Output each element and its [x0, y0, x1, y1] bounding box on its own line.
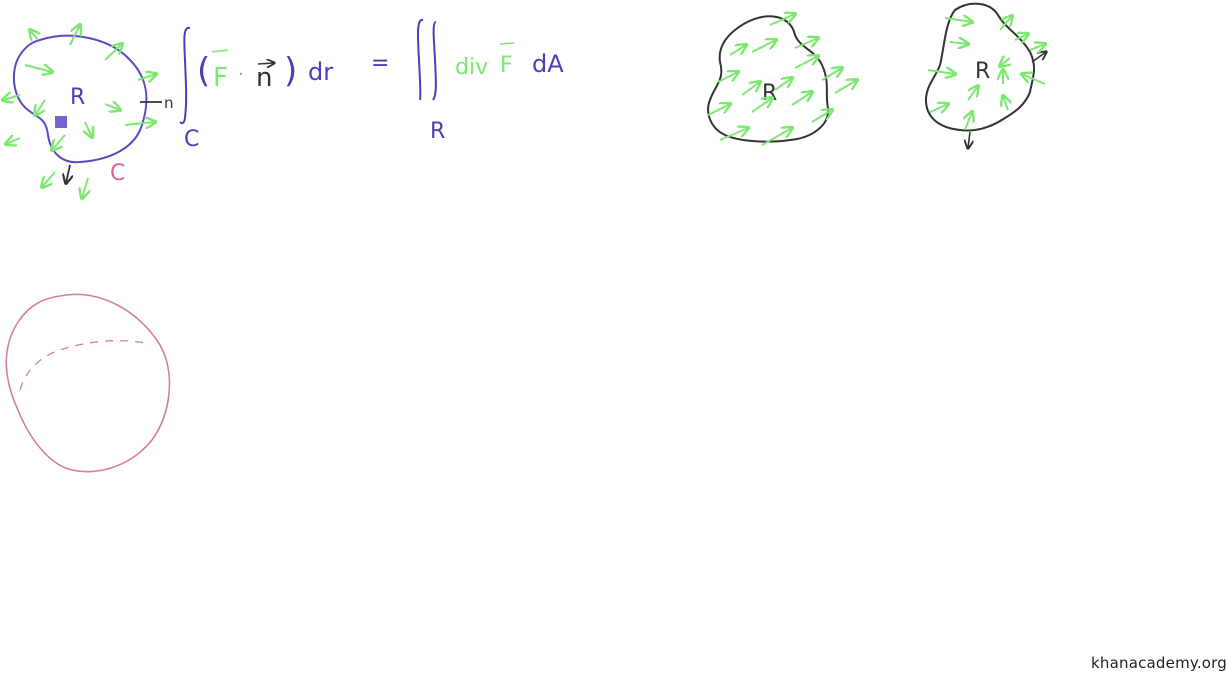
dot-symbol: ·	[238, 64, 244, 85]
sphere-equator-dashed	[19, 339, 151, 391]
region-label: R	[70, 85, 85, 110]
blob-3-normal-arrow-right	[1031, 52, 1046, 63]
line-integral-sign	[179, 26, 191, 125]
area-element-square	[55, 116, 67, 128]
blob-2-outline	[707, 15, 830, 143]
normal-vector-bar	[257, 63, 274, 64]
line-integral-subscript: C	[184, 127, 199, 152]
normal-symbol: n	[256, 63, 272, 93]
field-arrows-blob-3	[927, 16, 1045, 131]
double-integral-subscript: R	[430, 119, 445, 144]
differential-dr: dr	[308, 58, 333, 86]
watermark-text: khanacademy.org	[1091, 654, 1227, 672]
field-symbol: F	[213, 63, 228, 93]
double-integral-sign-1	[416, 19, 424, 101]
equals-sign: =	[371, 51, 389, 76]
blob-3-diagram: R	[924, 2, 1046, 148]
double-integral-sign-2	[432, 21, 437, 101]
area-differential: dA	[532, 50, 564, 78]
region-diagram: R C n	[3, 25, 174, 198]
div-text: div	[455, 55, 488, 80]
div-field-symbol: F	[500, 53, 513, 78]
curve-label: C	[110, 161, 125, 186]
field-arrows-region-1	[3, 25, 156, 198]
div-field-vector-bar	[499, 42, 515, 45]
blob-3-label: R	[975, 59, 990, 84]
field-arrows-blob-2	[707, 14, 857, 146]
blob-2-diagram: R	[707, 14, 857, 146]
blob-3-normal-arrow-down	[968, 131, 970, 148]
region-boundary-curve	[12, 34, 148, 164]
sphere-sketch	[5, 293, 171, 473]
equation-open-paren: (	[197, 51, 210, 91]
normal-label: n	[164, 94, 174, 112]
equation-close-paren: )	[284, 51, 297, 91]
flux-equation: C ( F · n ) dr = R div F dA	[179, 19, 564, 152]
sphere-outline	[5, 293, 171, 473]
downward-normal-arrow	[66, 164, 70, 183]
field-vector-bar	[211, 49, 229, 53]
